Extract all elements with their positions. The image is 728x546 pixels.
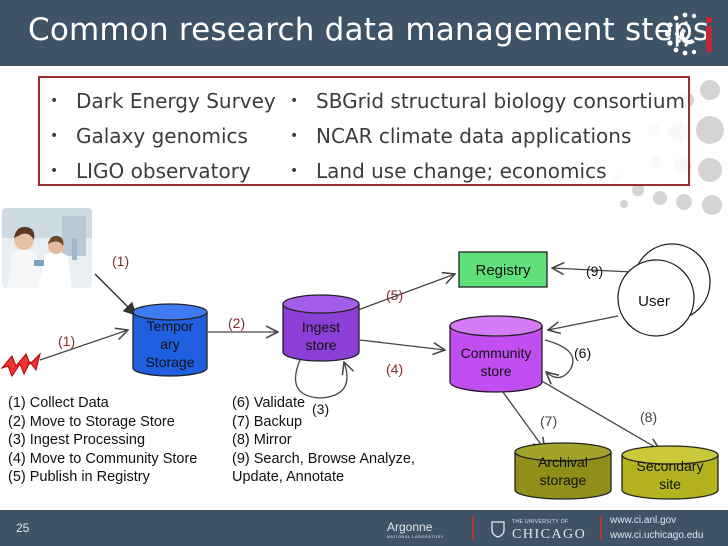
node-label: store — [480, 363, 511, 379]
node-label: site — [659, 476, 681, 492]
node-label: Archival — [538, 454, 588, 470]
node-label: Community — [461, 345, 532, 361]
legend-item: (2) Move to Storage Store — [8, 413, 197, 432]
node-label: Tempor — [147, 318, 194, 334]
footer-url-uchicago[interactable]: www.ci.uchicago.edu — [610, 530, 703, 541]
edge-label: (4) — [386, 361, 403, 377]
lightning-bolt-icon — [2, 354, 40, 376]
archival-storage-node: Archival storage — [515, 443, 611, 499]
legend-steps-left: (1) Collect Data (2) Move to Storage Sto… — [8, 394, 197, 487]
uchicago-wordmark: CHICAGO — [512, 527, 586, 543]
argonne-logo: Argonne NATIONAL LABORATORY — [387, 520, 444, 539]
ingest-store-node: Ingest store — [283, 295, 359, 361]
bullet-item: •LIGO observatory — [50, 156, 276, 191]
page-number: 25 — [16, 521, 29, 535]
edge-1-left — [40, 330, 128, 360]
uchicago-crest-icon — [490, 520, 506, 538]
node-label: Registry — [475, 262, 531, 279]
temporary-storage-node: Tempor ary Storage — [133, 304, 207, 376]
bullet-list-right: •SBGrid structural biology consortium •N… — [290, 86, 685, 191]
footer-divider — [472, 516, 474, 540]
bullet-item: •NCAR climate data applications — [290, 121, 685, 156]
bullet-item: •Land use change; economics — [290, 156, 685, 191]
legend-item: Update, Annotate — [232, 468, 415, 487]
legend-item: (4) Move to Community Store — [8, 450, 197, 469]
node-label: ary — [160, 336, 179, 352]
edge-4 — [360, 340, 445, 350]
edge-label: (9) — [586, 263, 603, 279]
legend-item: (3) Ingest Processing — [8, 431, 197, 450]
edge-6 — [545, 340, 573, 378]
legend-item: (7) Backup — [232, 413, 415, 432]
bullet-item: •SBGrid structural biology consortium — [290, 86, 685, 121]
legend-item: (1) Collect Data — [8, 394, 197, 413]
user-node: User — [618, 244, 710, 336]
ci-logo-icon — [658, 8, 724, 60]
edge-label: (2) — [228, 315, 245, 331]
legend-steps-right: (6) Validate (7) Backup (8) Mirror (9) S… — [232, 394, 415, 487]
node-label: Storage — [145, 354, 194, 370]
edge-label: (1) — [58, 333, 75, 349]
node-label: store — [305, 337, 336, 353]
legend-item: (9) Search, Browse Analyze, — [232, 450, 415, 469]
edge-5 — [358, 274, 455, 310]
project-examples-box: •Dark Energy Survey •Galaxy genomics •LI… — [38, 76, 690, 186]
slide-header: Common research data management steps — [0, 0, 728, 66]
edge-label: (1) — [112, 253, 129, 269]
node-label: Secondary — [637, 458, 704, 474]
bullet-item: •Dark Energy Survey — [50, 86, 276, 121]
uchicago-small-text: THE UNIVERSITY OF — [512, 519, 568, 525]
community-store-node: Community store — [450, 316, 542, 392]
footer-divider — [600, 516, 602, 540]
secondary-site-node: Secondary site — [622, 446, 718, 499]
node-label: storage — [540, 472, 587, 488]
legend-item: (5) Publish in Registry — [8, 468, 197, 487]
slide-footer: 25 Argonne NATIONAL LABORATORY THE UNIVE… — [0, 510, 728, 546]
registry-node: Registry — [459, 252, 547, 287]
edge-label: (8) — [640, 409, 657, 425]
node-label: User — [638, 293, 670, 310]
edge-label: (6) — [574, 345, 591, 361]
edge-label: (7) — [540, 413, 557, 429]
bullet-list-left: •Dark Energy Survey •Galaxy genomics •LI… — [50, 86, 276, 191]
slide-title: Common research data management steps — [28, 12, 709, 48]
edge-user-community — [548, 316, 618, 330]
edge-3 — [296, 360, 348, 398]
node-label: Ingest — [302, 319, 340, 335]
footer-url-anl[interactable]: www.ci.anl.gov — [610, 515, 676, 526]
legend-item: (6) Validate — [232, 394, 415, 413]
edge-1-top — [95, 274, 136, 315]
legend-item: (8) Mirror — [232, 431, 415, 450]
bullet-item: •Galaxy genomics — [50, 121, 276, 156]
edge-label: (5) — [386, 287, 403, 303]
edge-7 — [500, 388, 545, 450]
